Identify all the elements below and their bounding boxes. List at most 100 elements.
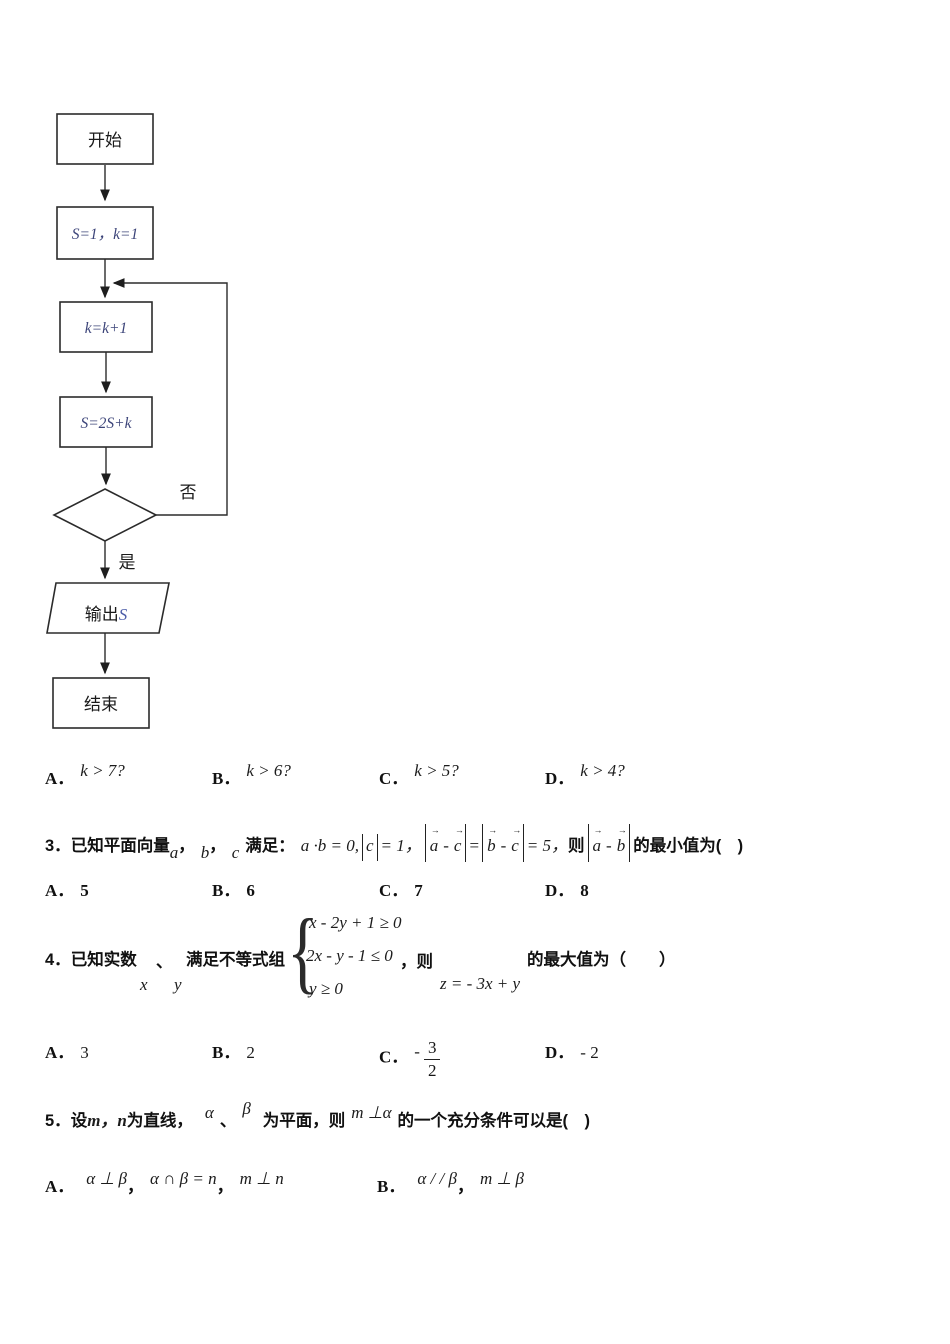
option-letter: B． bbox=[212, 881, 241, 900]
output-label: 输出S bbox=[85, 605, 128, 624]
vector-c: c bbox=[511, 826, 519, 854]
output-parallelogram bbox=[46, 582, 170, 634]
stem-text: 为直线， bbox=[126, 1112, 193, 1130]
option-letter: D． bbox=[545, 881, 575, 900]
algorithm-flowchart: 开始 S=1，k=1 k=k+1 S=2S+k 否 是 输出S 结束 bbox=[46, 113, 228, 729]
option-letter: A． bbox=[45, 881, 75, 900]
minus-sign: - bbox=[606, 836, 612, 855]
option-letter: D． bbox=[545, 1043, 575, 1062]
abs-b-minus-c: b-c bbox=[482, 824, 524, 862]
equals-five: = 5， bbox=[526, 836, 569, 855]
q5-option-b: B．α / / β，m ⊥ β bbox=[377, 1169, 524, 1197]
minus-sign: - bbox=[500, 836, 507, 855]
option-value: 8 bbox=[580, 881, 589, 900]
then-text: 则 bbox=[568, 837, 585, 855]
vector-c: c bbox=[231, 843, 240, 862]
vector-a: a bbox=[169, 843, 179, 862]
pause-mark: 、 bbox=[156, 953, 173, 971]
comma: ， bbox=[178, 837, 195, 855]
vector-a: a bbox=[593, 826, 602, 854]
stem-text: 满足： bbox=[245, 837, 295, 855]
abs-a-minus-c: a-c bbox=[424, 824, 467, 862]
comma: ， bbox=[216, 1177, 234, 1196]
option-value: 6 bbox=[246, 881, 255, 900]
option-letter: B． bbox=[212, 1043, 241, 1062]
start-node bbox=[56, 113, 154, 165]
option-letter: B． bbox=[377, 1177, 406, 1196]
abs-a-minus-b: a-b bbox=[587, 824, 631, 862]
option-part: α / / β bbox=[417, 1169, 457, 1188]
condition-m-perp-alpha: m ⊥α bbox=[351, 1103, 392, 1122]
option-value: 3 bbox=[80, 1043, 89, 1062]
vector-b: b bbox=[487, 826, 496, 854]
comma: ， bbox=[209, 837, 226, 855]
q2-option-c: C．k > 5? bbox=[379, 756, 459, 788]
var-x: x bbox=[140, 975, 148, 994]
end-label: 结束 bbox=[84, 695, 118, 714]
q4-option-a: A． 3 bbox=[45, 1038, 89, 1063]
dot-product-eq: a ·b = 0, bbox=[300, 836, 359, 855]
stem-tail: 的一个充分条件可以是( ) bbox=[397, 1112, 591, 1130]
var-c: c bbox=[365, 836, 374, 855]
vector-b: b bbox=[617, 826, 626, 854]
var-y: y bbox=[174, 975, 182, 994]
decision-diamond bbox=[52, 488, 158, 542]
option-value: - 2 bbox=[580, 1043, 599, 1062]
vector-b: b bbox=[200, 843, 210, 862]
option-letter: D． bbox=[545, 769, 575, 788]
option-letter: A． bbox=[45, 1043, 75, 1062]
question-number: 4． bbox=[45, 951, 71, 969]
q4-option-b: B． 2 bbox=[212, 1038, 255, 1063]
question-4-lead: 4．已知实数 bbox=[45, 946, 137, 970]
option-value: k > 4? bbox=[580, 761, 625, 780]
option-letter: B． bbox=[212, 769, 241, 788]
init-node bbox=[56, 206, 154, 260]
q2-option-b: B．k > 6? bbox=[212, 756, 291, 788]
comma-then: ，则 bbox=[400, 953, 433, 971]
negative-sign: - bbox=[414, 1042, 420, 1062]
q2-option-a: A．k > 7? bbox=[45, 756, 125, 788]
option-value: 2 bbox=[246, 1043, 255, 1062]
option-value: 7 bbox=[414, 881, 423, 900]
option-letter: C． bbox=[379, 881, 409, 900]
equals-sign: = bbox=[469, 836, 480, 855]
vars-m-n: m，n bbox=[87, 1111, 127, 1130]
q3-option-b: B． 6 bbox=[212, 876, 255, 901]
vector-a: a bbox=[430, 826, 439, 854]
option-value: 5 bbox=[80, 881, 89, 900]
comma: ， bbox=[126, 1177, 144, 1196]
stem-tail: 的最大值为（ ） bbox=[527, 951, 676, 969]
plane-alpha: α bbox=[204, 1103, 214, 1122]
option-part: m ⊥ n bbox=[239, 1169, 284, 1188]
accumulate-node bbox=[59, 396, 153, 448]
stem-tail: 的最小值为( ) bbox=[633, 837, 744, 855]
increment-node bbox=[59, 301, 153, 353]
vector-c: c bbox=[454, 826, 462, 854]
inequality-1: x - 2y + 1 ≥ 0 bbox=[309, 913, 402, 932]
question-number: 3． bbox=[45, 837, 71, 855]
q3-option-c: C． 7 bbox=[379, 876, 423, 901]
objective-function: z = - 3x + y bbox=[440, 974, 521, 993]
inequality-3: y ≥ 0 bbox=[309, 979, 343, 998]
option-value: k > 5? bbox=[414, 761, 459, 780]
q5-option-a: A．α ⊥ β，α ∩ β = n，m ⊥ n bbox=[45, 1169, 284, 1197]
equals-one: = 1， bbox=[380, 836, 422, 855]
q2-option-d: D． k > 4? bbox=[545, 756, 625, 788]
option-letter: A． bbox=[45, 769, 75, 788]
q3-option-d: D． 8 bbox=[545, 876, 589, 901]
pause-mark: 、 bbox=[219, 1112, 237, 1130]
abs-c-group: c bbox=[361, 834, 378, 861]
plane-beta: β bbox=[242, 1099, 251, 1118]
q4-option-d: D． - 2 bbox=[545, 1038, 599, 1063]
option-letter: C． bbox=[379, 1047, 409, 1067]
increment-label: k=k+1 bbox=[85, 320, 127, 337]
fraction-numerator: 3 bbox=[423, 1038, 441, 1061]
yes-branch-label: 是 bbox=[119, 553, 136, 572]
stem-text: 为平面，则 bbox=[262, 1112, 346, 1130]
q3-option-a: A． 5 bbox=[45, 876, 89, 901]
question-number: 5． bbox=[45, 1112, 71, 1130]
stem-text: 已知实数 bbox=[70, 951, 137, 969]
option-part: α ∩ β = n bbox=[149, 1169, 217, 1188]
